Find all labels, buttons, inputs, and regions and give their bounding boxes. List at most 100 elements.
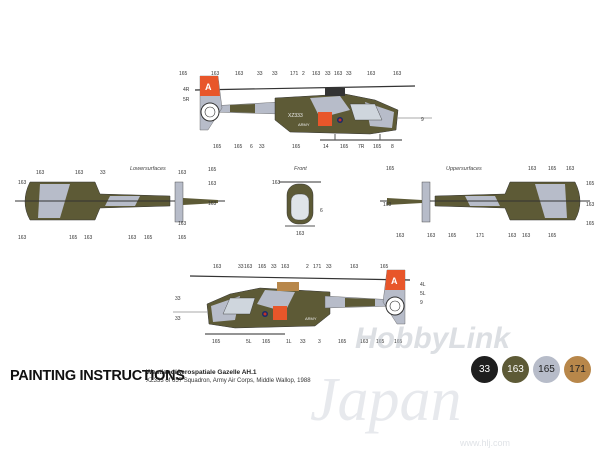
callout: 165 <box>234 144 243 150</box>
callout: 163 <box>312 71 321 77</box>
callout: 171 <box>313 264 322 270</box>
upper-surfaces-view <box>380 181 590 223</box>
page-title: PAINTING INSTRUCTIONS <box>10 368 185 384</box>
callout: 33 <box>346 71 352 77</box>
callout: 163 <box>84 235 93 241</box>
callout: 165 <box>213 144 222 150</box>
callout: 165 <box>69 235 78 241</box>
view-caption-front: Front <box>294 166 307 172</box>
callout: 9 <box>420 300 423 306</box>
callout: 165 <box>179 71 188 77</box>
callout: 33 <box>300 339 306 345</box>
callout: 33 <box>257 71 263 77</box>
serial-number: XZ333 <box>288 113 303 119</box>
callout: 165 <box>548 166 557 172</box>
callout: 165 <box>380 264 389 270</box>
callout: 163 <box>18 180 27 186</box>
color-swatch: 165 <box>533 356 560 383</box>
callout: 163 <box>367 71 376 77</box>
callout: 163 <box>36 170 45 176</box>
view-caption-upper: Uppersurfaces <box>446 166 482 172</box>
callout: 7R <box>358 144 365 150</box>
callout: 4R <box>183 87 190 93</box>
callout: 163 <box>296 231 305 237</box>
callout: 4L <box>420 282 426 288</box>
callout: 8 <box>391 144 394 150</box>
callout: 165 <box>373 144 382 150</box>
callout: 163 <box>350 264 359 270</box>
tail-letter: A <box>391 276 398 286</box>
aircraft-name: Westland/Aerospatiale Gazelle AH.1 <box>146 369 257 376</box>
watermark-url: www.hlj.com <box>459 438 510 448</box>
callout: 2 <box>306 264 309 270</box>
callout: 33 <box>175 296 181 302</box>
side-view-right: A XZ333 ARMY <box>194 75 432 141</box>
callout: 5L <box>246 339 252 345</box>
callout: 163 <box>334 71 343 77</box>
callout: 165 <box>212 339 221 345</box>
view-caption-lower: Lowersurfaces <box>130 166 166 172</box>
callout: 165 <box>394 339 403 345</box>
callout: 163 <box>128 235 137 241</box>
callout: 33 <box>259 144 265 150</box>
callout: 163 <box>396 233 405 239</box>
side-view-left: A ARMY <box>173 269 411 335</box>
lower-surfaces-view <box>15 181 225 223</box>
callout: 165 <box>338 339 347 345</box>
callout: 2 <box>302 71 305 77</box>
callout: 165 <box>340 144 349 150</box>
callout: 165 <box>262 339 271 345</box>
callout: 163 <box>213 264 222 270</box>
front-view <box>279 181 321 227</box>
callout: 14 <box>323 144 329 150</box>
callout: 33 <box>272 71 278 77</box>
callout: 163 <box>508 233 517 239</box>
color-swatch: 163 <box>502 356 529 383</box>
callout: 163 <box>586 202 595 208</box>
tail-letter: A <box>205 82 212 92</box>
callout: 165 <box>178 235 187 241</box>
callout: 9 <box>421 117 424 123</box>
callout: 5R <box>183 97 190 103</box>
callout: 165 <box>292 144 301 150</box>
callout: 163 <box>211 71 220 77</box>
callout: 165 <box>376 339 385 345</box>
callout: 165 <box>386 166 395 172</box>
callout: 33 <box>100 170 106 176</box>
army-marking: ARMY <box>305 316 317 321</box>
callout: 163 <box>208 201 217 207</box>
callout: 33 <box>271 264 277 270</box>
color-swatch: 33 <box>471 356 498 383</box>
callout: 165 <box>258 264 267 270</box>
callout: 1L <box>286 339 292 345</box>
callout: 163 <box>208 181 217 187</box>
callout: 165 <box>586 221 595 227</box>
callout: 163 <box>75 170 84 176</box>
callout: 163 <box>18 235 27 241</box>
callout: 171 <box>476 233 485 239</box>
callout: 163 <box>427 233 436 239</box>
callout: 163 <box>522 233 531 239</box>
callout: 163 <box>178 221 187 227</box>
callout: 163 <box>235 71 244 77</box>
callout: 163 <box>566 166 575 172</box>
callout: 5L <box>420 291 426 297</box>
callout: 165 <box>208 167 217 173</box>
color-swatch: 171 <box>564 356 591 383</box>
callout: 6 <box>320 208 323 214</box>
army-marking: ARMY <box>298 122 310 127</box>
callout: 163 <box>178 170 187 176</box>
callout: 163 <box>393 71 402 77</box>
callout: 163 <box>281 264 290 270</box>
callout: 165 <box>548 233 557 239</box>
callout: 33 <box>175 316 181 322</box>
callout: 171 <box>290 71 299 77</box>
callout: 163 <box>383 202 392 208</box>
callout: 33 <box>325 71 331 77</box>
callout: 163 <box>244 264 253 270</box>
callout: 163 <box>360 339 369 345</box>
callout: 165 <box>448 233 457 239</box>
callout: 163 <box>272 180 281 186</box>
callout: 165 <box>144 235 153 241</box>
watermark-sub: Japan <box>310 366 462 434</box>
